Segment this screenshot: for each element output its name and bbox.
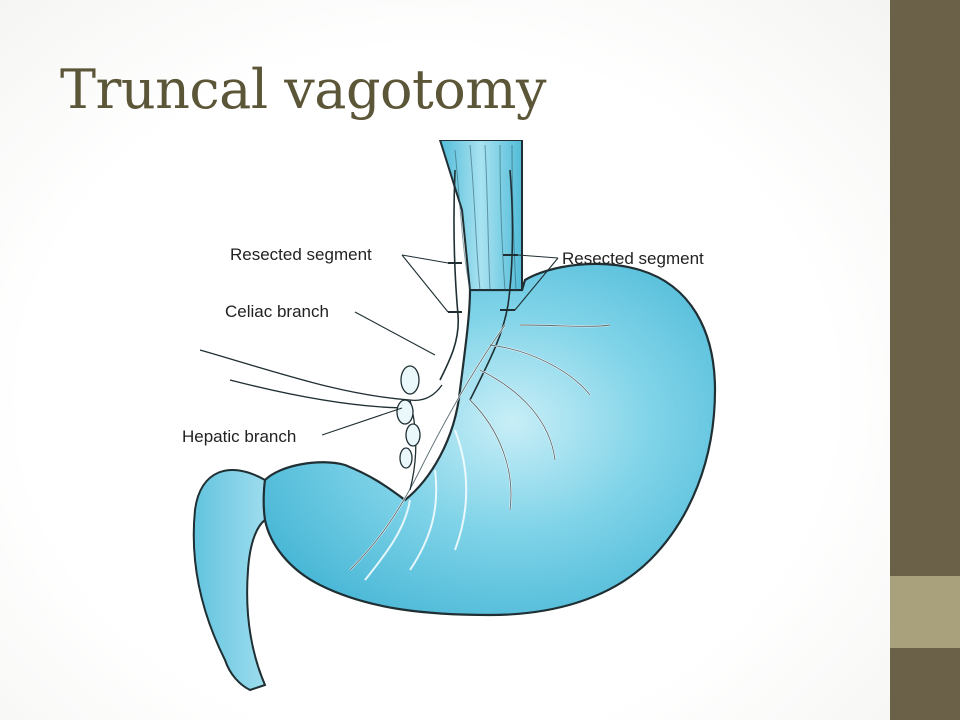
sidebar-block-bottom	[890, 648, 960, 720]
label-celiac-branch: Celiac branch	[225, 302, 329, 321]
esophagus	[438, 140, 523, 291]
vagal-trunks	[439, 169, 514, 401]
label-resected-segment-left: Resected segment	[230, 245, 372, 264]
slide-title: Truncal vagotomy	[60, 58, 546, 121]
illustration-svg: Resected segment Resected segment Celiac…	[182, 140, 717, 692]
gastric-nerve-outline	[349, 324, 611, 571]
sidebar-block-top	[890, 0, 960, 576]
celiac-ganglion	[396, 365, 421, 469]
leader-lines	[321, 254, 559, 436]
resected-segment-markers	[448, 254, 518, 313]
decorative-sidebar	[890, 0, 960, 720]
label-hepatic-branch: Hepatic branch	[182, 427, 296, 446]
stomach-vagotomy-illustration: Resected segment Resected segment Celiac…	[170, 140, 770, 700]
label-resected-segment-right: Resected segment	[562, 249, 704, 268]
sidebar-block-middle	[890, 576, 960, 648]
stomach-body	[262, 262, 717, 617]
duodenum	[192, 469, 267, 692]
slide-canvas: Truncal vagotomy	[0, 0, 890, 720]
